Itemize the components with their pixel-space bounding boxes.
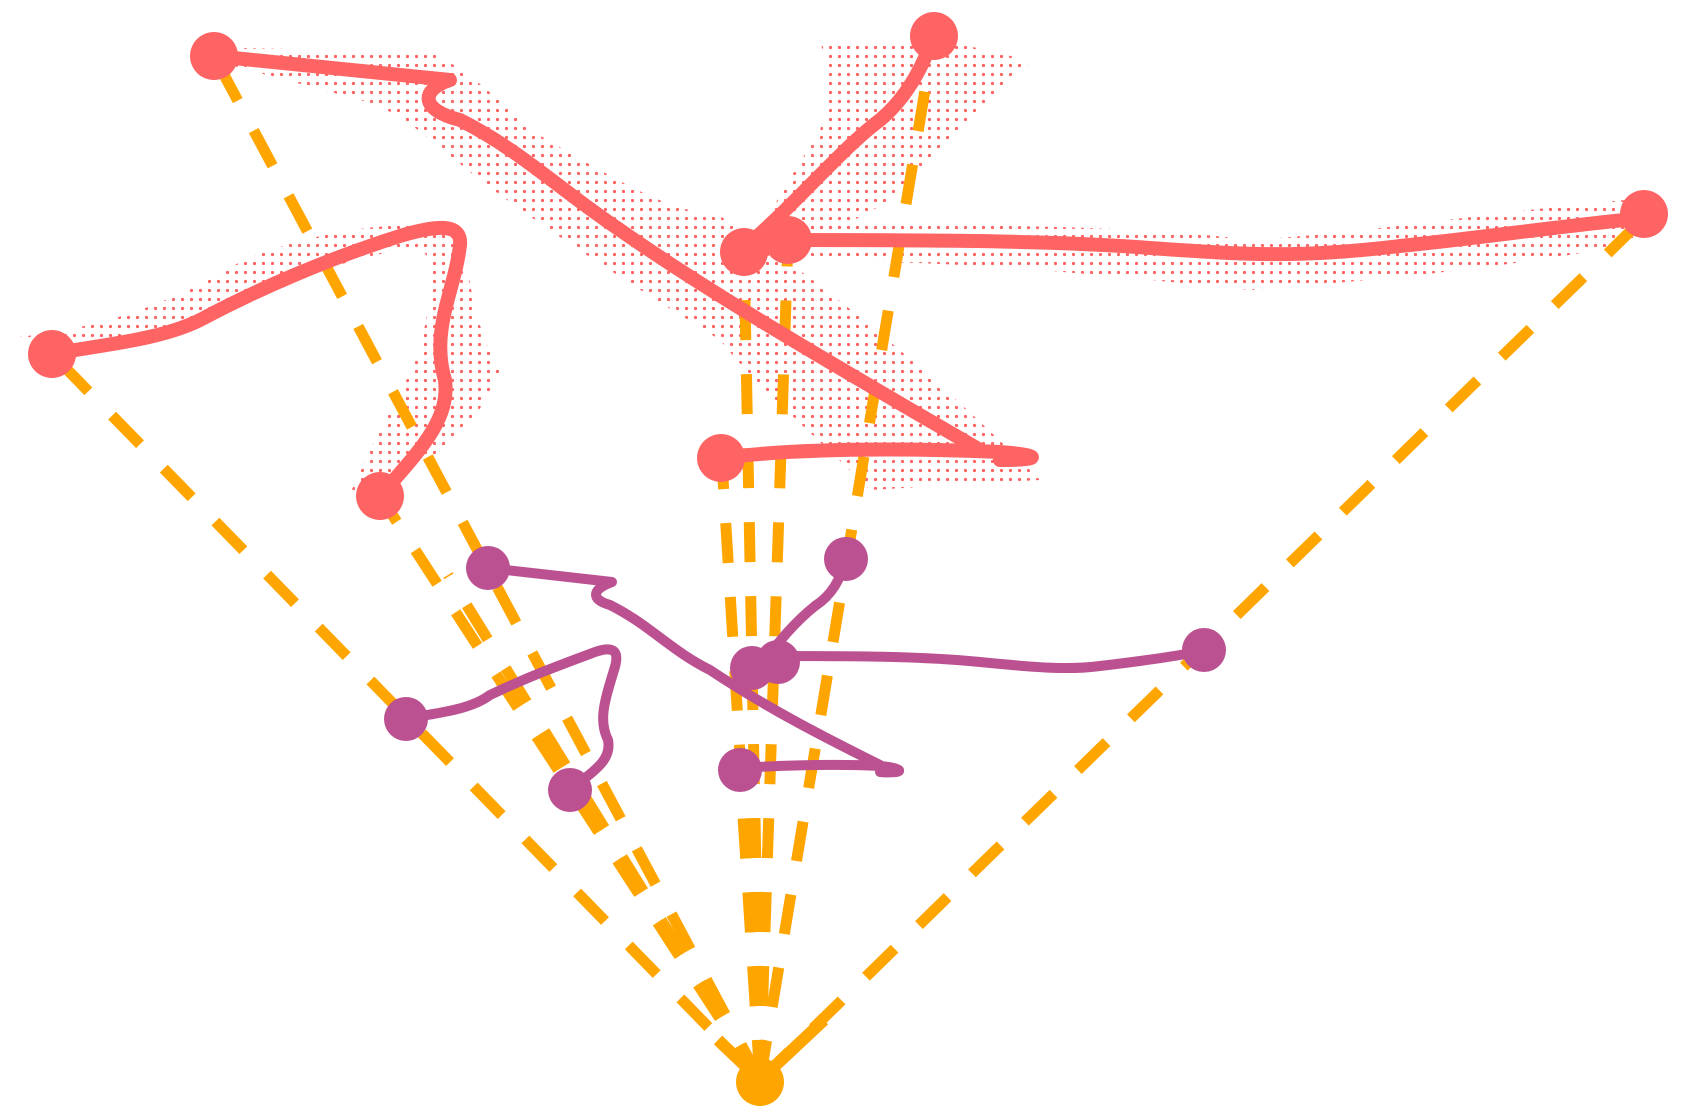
upper-stroke-diagonal (207, 49, 987, 457)
ray-to-left-end (48, 350, 764, 1084)
upper-node-top-right (910, 12, 958, 60)
lower-node-curve-end (548, 768, 592, 812)
lower-stroke-horizontal (735, 759, 905, 778)
lower-node-top-left (466, 546, 510, 590)
lower-figure (384, 537, 1226, 812)
upper-node-top-left (190, 32, 238, 80)
ray-to-lower-mid (734, 769, 766, 1081)
ray-to-lower-curve (443, 572, 765, 1083)
upper-node-mid-start (697, 434, 745, 482)
upper-node-curve-end (356, 472, 404, 520)
lower-node-left (384, 697, 428, 741)
lower-node-top-right (824, 537, 868, 581)
upper-node-joint-a (720, 228, 768, 276)
lower-node-mid-start (718, 748, 762, 792)
lower-endpoints (384, 537, 1226, 812)
hatch-region-diagonal (230, 48, 1040, 490)
ray-to-top-left (209, 53, 765, 1083)
lower-stroke-left-curve (401, 644, 622, 795)
lower-node-right (1182, 628, 1226, 672)
lower-node-joint-b (756, 640, 800, 684)
upper-hatch-shadow (10, 40, 1654, 495)
upper-node-joint-b (764, 216, 812, 264)
vanishing-point (736, 1058, 784, 1106)
ray-to-joint-a (738, 247, 766, 1081)
upper-stroke-right (781, 211, 1651, 262)
upper-stroke-horizontal (714, 442, 1039, 467)
upper-node-left (28, 330, 76, 378)
upper-endpoints (28, 12, 1668, 520)
hatch-region-right (780, 198, 1654, 290)
hatch-region-left (10, 225, 500, 495)
lower-stroke-right (773, 645, 1209, 674)
vanishing-point-group (713, 1015, 829, 1106)
hatch-region-top (750, 40, 1030, 270)
upper-stroke-top (737, 29, 941, 255)
upper-figure (28, 12, 1668, 520)
lower-stroke-diagonal (483, 563, 885, 770)
upper-node-right (1620, 190, 1668, 238)
ray-to-joint-b (754, 239, 794, 1081)
upper-stroke-left-curve (45, 220, 468, 503)
